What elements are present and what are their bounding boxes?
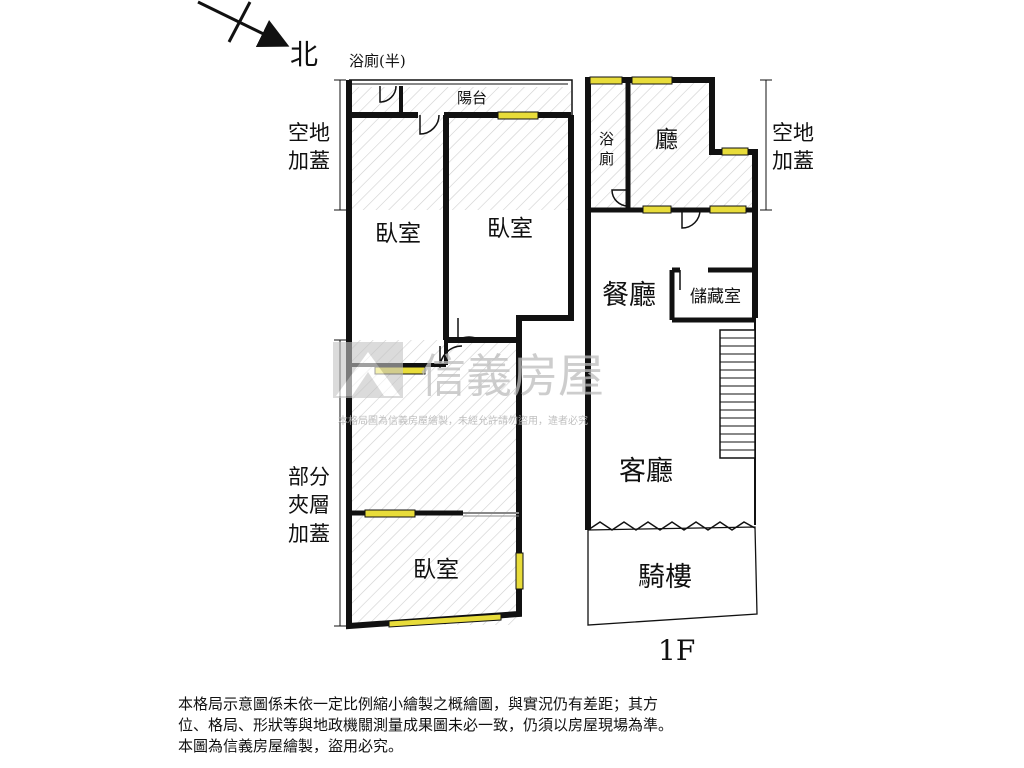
living-label: 客廳 [619,456,673,487]
storage-label: 儲藏室 [690,287,741,307]
hatched-area-bottom [349,515,519,625]
window-bedroom-3-side [515,552,524,590]
compass: 北 [197,0,318,71]
bedroom-3-label: 臥室 [413,557,459,583]
left-unit-outer-wall [346,80,574,630]
door-swing-corridor [457,318,481,342]
right-unit: 浴 廁 廳 餐廳 儲藏室 客廳 騎樓 1F 空地 加蓋 [585,76,814,667]
bath-label-2: 廁 [599,150,614,168]
staircase [719,329,756,459]
disclaimer-line-3: 本圖為信義房屋繪製，盜用必究。 [178,737,404,755]
disclaimer-line-2: 位、格局、形狀等與地政機關測量成果圖未必一致，仍須以房屋現場為準。 [178,716,674,734]
hatched-area-top [349,87,571,210]
half-bath-label: 浴廁(半) [349,52,406,70]
side-label-top-1: 空地 [288,121,330,145]
side-label-bottom-2: 夾層 [288,493,330,517]
window-bedroom-3-top [364,509,416,518]
compass-cross-icon [227,1,252,43]
floor-label: 1F [658,634,695,667]
window-bedroom-3-bottom [388,613,502,628]
brand-logo-icon [333,342,403,398]
balcony-label: 陽台 [457,89,487,107]
window-hall-bottom-1 [642,205,672,214]
hall-label: 廳 [655,127,678,153]
bedroom-2-label: 臥室 [487,216,533,242]
bath-label-1: 浴 [599,130,614,148]
dining-label: 餐廳 [602,280,656,311]
door-swing-hall [681,209,701,229]
door-swing-lower [439,345,463,369]
arcade-label: 騎樓 [638,562,692,593]
north-label: 北 [290,38,318,71]
disclaimer-line-1: 本格局示意圖係未依一定比例縮小繪製之概繪圖，與實況仍有差距；其方 [178,695,659,713]
watermark-brand: 信義房屋 [420,349,604,403]
window-bath [589,76,623,85]
arcade-outline [587,526,758,626]
side-label-bottom-1: 部分 [288,465,330,489]
right-side-label-1: 空地 [772,121,814,145]
window-hall-top [631,76,673,85]
north-arrow-icon [197,0,290,47]
balcony-outline [349,79,573,115]
bedroom-1-label: 臥室 [375,221,421,247]
window-bedroom-2 [497,111,539,120]
window-hall-bottom-2 [709,205,747,214]
right-side-label-2: 加蓋 [772,149,814,173]
side-label-top-2: 加蓋 [288,149,330,173]
door-swing-bedroom-1 [419,114,440,135]
disclaimer: 本格局示意圖係未依一定比例縮小繪製之概繪圖，與實況仍有差距；其方 位、格局、形狀… [178,694,878,757]
door-swing-half-bath [379,85,397,103]
right-unit-outer-wall [585,77,758,530]
window-hall-side [721,147,749,156]
watermark-notice: 本格局圖為信義房屋繪製，未經允許請勿盜用，違者必究 [338,414,588,427]
left-unit: 陽台 浴廁(半) 臥室 臥室 臥室 空地 加蓋 部分 夾層 加蓋 [288,52,574,630]
watermark: 信義房屋 本格局圖為信義房屋繪製，未經允許請勿盜用，違者必究 [333,342,604,427]
side-label-bottom-3: 加蓋 [288,522,330,546]
door-swing-bath [611,189,629,207]
